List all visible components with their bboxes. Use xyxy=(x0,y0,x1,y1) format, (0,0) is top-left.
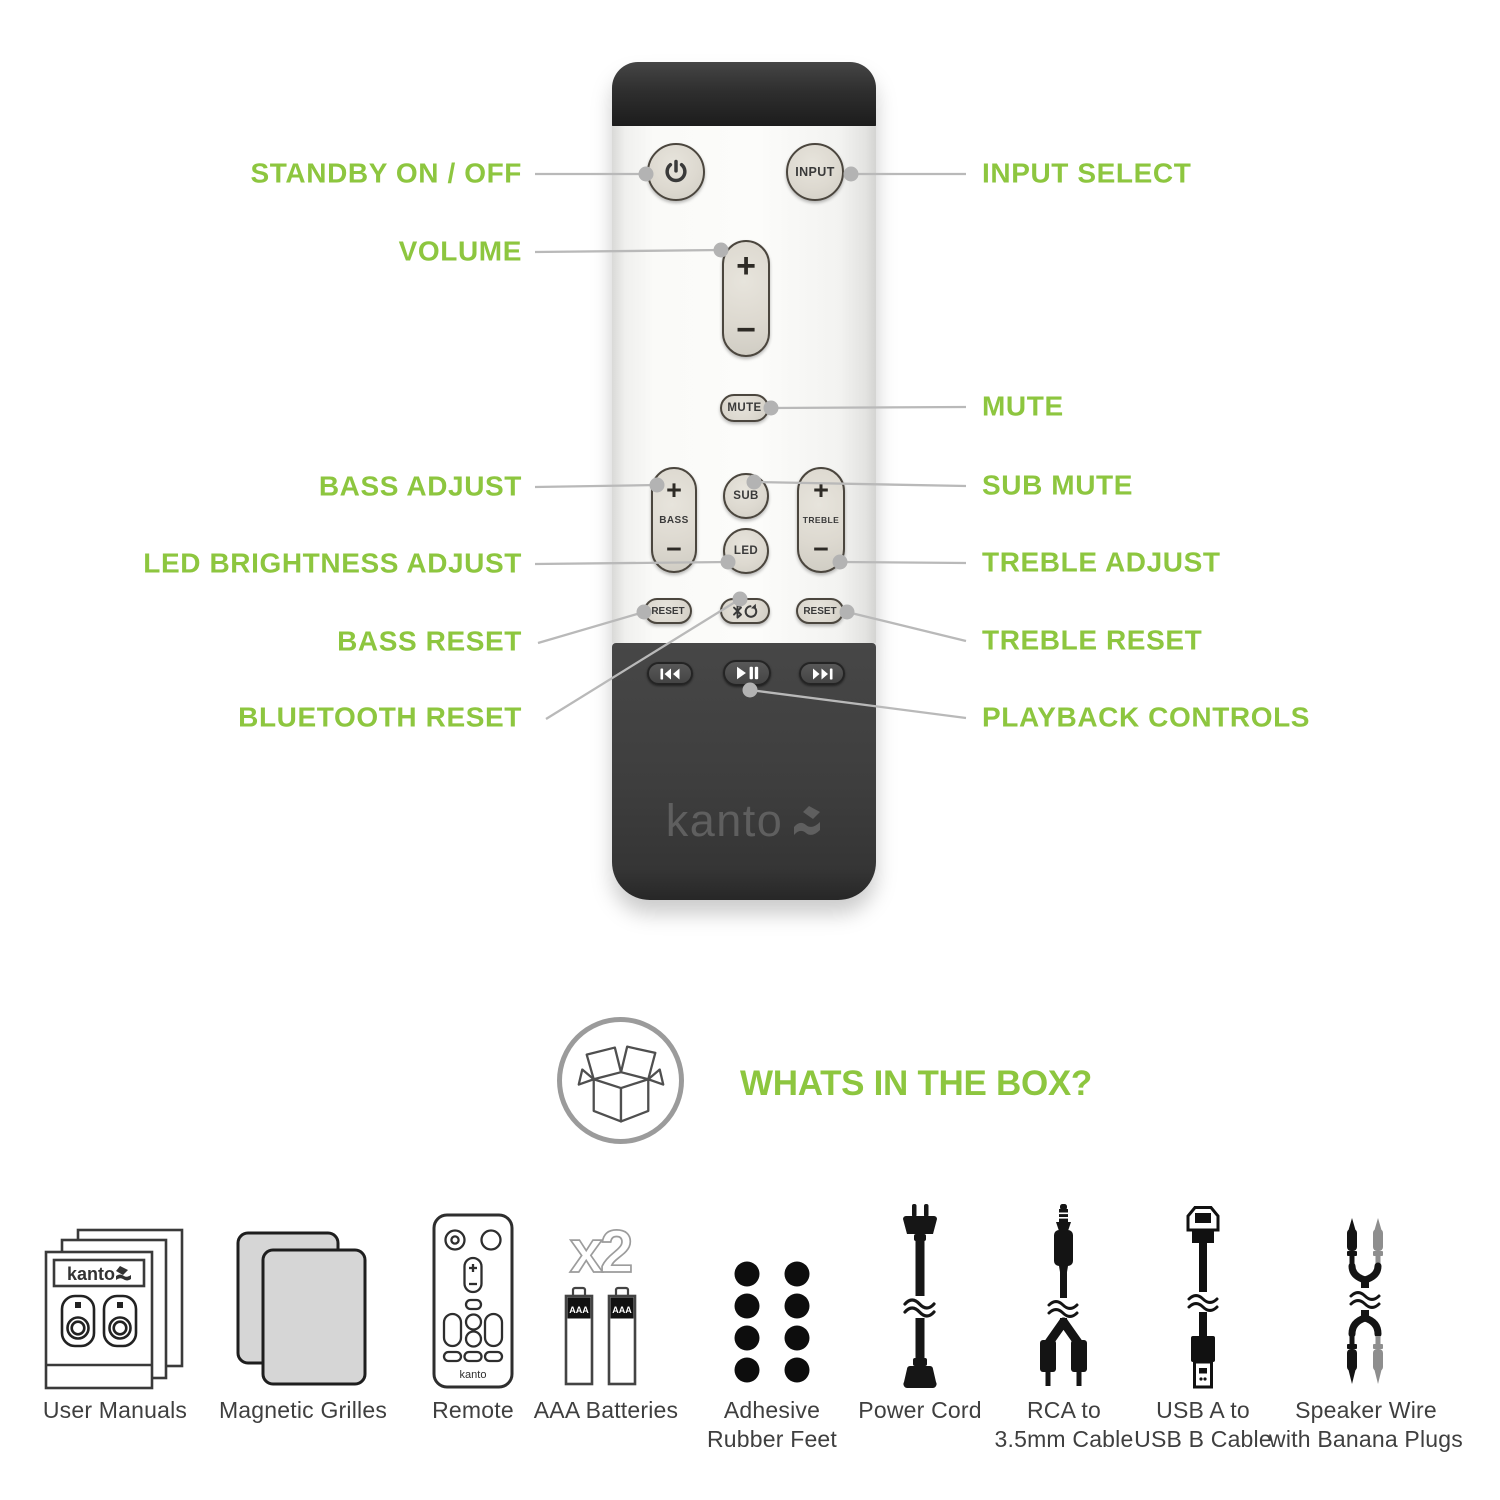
mute-label: MUTE xyxy=(727,402,762,414)
user-manuals-icon: kanto xyxy=(44,1228,184,1390)
bluetooth-reset-icon xyxy=(733,603,758,619)
volume-rocker[interactable]: + − xyxy=(722,240,770,357)
svg-text:kanto: kanto xyxy=(460,1369,487,1381)
box-item-rca-cable: RCA to 3.5mm Cable xyxy=(984,1198,1144,1454)
item-label: User Manuals xyxy=(42,1397,188,1423)
remote-icon: kanto xyxy=(432,1213,514,1389)
treble-minus[interactable]: − xyxy=(813,534,829,565)
item-label: Magnetic Grilles xyxy=(218,1397,388,1423)
callout-treble-reset: TREBLE RESET xyxy=(982,624,1203,656)
svg-text:x2: x2 xyxy=(570,1218,631,1285)
item-label: Remote xyxy=(432,1397,514,1423)
power-button[interactable] xyxy=(647,143,705,201)
power-cord-icon xyxy=(903,1204,937,1389)
item-label: USB A to USB B Cable xyxy=(1134,1397,1272,1452)
box-item-user-manuals: kanto User Manuals xyxy=(15,1198,215,1425)
previous-icon xyxy=(660,668,679,679)
box-section-heading: WHATS IN THE BOX? xyxy=(740,1064,1093,1104)
power-icon xyxy=(665,159,687,183)
bluetooth-reset-button[interactable] xyxy=(720,598,770,624)
open-box-icon xyxy=(577,1045,664,1123)
callout-mute: MUTE xyxy=(982,390,1064,422)
play-pause-button[interactable] xyxy=(723,660,771,686)
callout-bluetooth-reset: BLUETOOTH RESET xyxy=(238,701,522,733)
bass-reset-label: RESET xyxy=(651,605,685,617)
item-label: AAA Batteries xyxy=(533,1397,679,1423)
callout-bass-adjust: BASS ADJUST xyxy=(318,470,522,502)
item-label: RCA to 3.5mm Cable xyxy=(994,1397,1134,1452)
box-item-magnetic-grilles: Magnetic Grilles xyxy=(203,1198,403,1425)
led-label: LED xyxy=(733,545,759,557)
usb-cable-icon xyxy=(1186,1206,1220,1389)
callout-treble-adjust: TREBLE ADJUST xyxy=(982,546,1221,578)
aaa-batteries-icon: x2 AAA AAA xyxy=(564,1218,637,1386)
callout-playback: PLAYBACK CONTROLS xyxy=(982,701,1311,733)
led-button[interactable]: LED xyxy=(723,528,769,574)
treble-reset-label: RESET xyxy=(803,605,837,617)
speaker-wire-icon xyxy=(1347,1218,1383,1384)
bass-rocker[interactable]: + BASS − xyxy=(651,467,697,573)
volume-minus[interactable]: − xyxy=(736,311,756,350)
bass-minus[interactable]: − xyxy=(666,534,682,565)
item-label: Speaker Wire with Banana Plugs xyxy=(1269,1397,1463,1452)
next-icon xyxy=(812,668,832,679)
treble-label: TREBLE xyxy=(802,515,840,525)
item-label: Power Cord xyxy=(858,1397,982,1423)
previous-track-button[interactable] xyxy=(647,662,693,685)
callout-volume: VOLUME xyxy=(398,235,522,267)
input-button[interactable]: INPUT xyxy=(786,143,844,201)
bass-reset-button[interactable]: RESET xyxy=(644,598,692,624)
treble-reset-button[interactable]: RESET xyxy=(796,598,844,624)
magnetic-grilles-icon xyxy=(236,1231,367,1386)
item-label: Adhesive Rubber Feet xyxy=(706,1397,838,1452)
bass-label: BASS xyxy=(659,514,689,526)
play-pause-icon xyxy=(736,666,758,680)
remote-top-cap xyxy=(612,62,876,128)
treble-plus[interactable]: + xyxy=(813,475,829,505)
sub-button[interactable]: SUB xyxy=(723,473,769,519)
callout-sub-mute: SUB MUTE xyxy=(982,469,1134,501)
kanto-logo-icon xyxy=(794,806,821,835)
callout-bass-reset: BASS RESET xyxy=(337,625,522,657)
svg-text:AAA: AAA xyxy=(612,1305,632,1315)
open-box-badge xyxy=(557,1017,684,1144)
callout-standby: STANDBY ON / OFF xyxy=(250,157,522,189)
box-item-rubber-feet: Adhesive Rubber Feet xyxy=(682,1198,862,1454)
remote-control: INPUT + − MUTE + BASS − SUB + TREBLE − L… xyxy=(612,62,876,900)
input-label: INPUT xyxy=(795,165,835,179)
sub-label: SUB xyxy=(733,490,759,502)
box-item-usb-cable: USB A to USB B Cable xyxy=(1123,1198,1283,1454)
rca-cable-icon xyxy=(1040,1204,1087,1386)
rubber-feet-icon xyxy=(734,1261,810,1383)
volume-plus[interactable]: + xyxy=(736,247,756,285)
svg-text:AAA: AAA xyxy=(569,1305,589,1315)
next-track-button[interactable] xyxy=(799,662,845,685)
box-item-aaa-batteries: x2 AAA AAA AAA Batteries xyxy=(516,1198,696,1425)
mute-button[interactable]: MUTE xyxy=(720,394,769,422)
callout-led-brightness: LED BRIGHTNESS ADJUST xyxy=(143,547,522,579)
box-item-remote: kanto Remote xyxy=(393,1198,553,1425)
treble-rocker[interactable]: + TREBLE − xyxy=(797,467,845,573)
bass-plus[interactable]: + xyxy=(666,475,682,505)
callout-input-select: INPUT SELECT xyxy=(982,157,1192,189)
svg-text:kanto: kanto xyxy=(67,1264,115,1284)
box-item-power-cord: Power Cord xyxy=(840,1198,1000,1425)
kanto-wordmark: kanto xyxy=(665,795,784,846)
remote-brand: kanto xyxy=(612,795,876,847)
box-item-speaker-wire: Speaker Wire with Banana Plugs xyxy=(1251,1198,1481,1454)
